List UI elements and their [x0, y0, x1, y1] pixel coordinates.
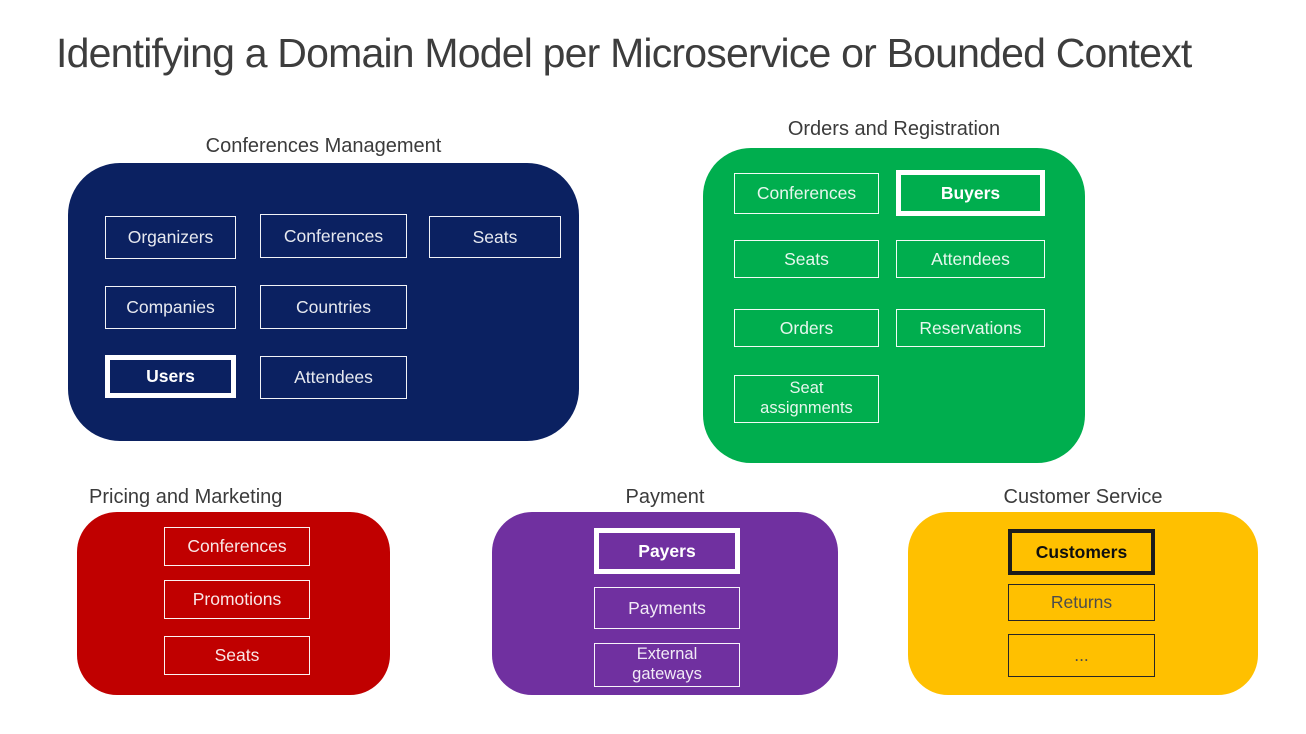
entity-conferences: Conferences: [164, 527, 310, 566]
bounded-context-orders-and-registration: Conferences Buyers Seats Attendees Order…: [703, 148, 1085, 463]
entity-attendees: Attendees: [896, 240, 1045, 278]
group-label-orders-and-registration: Orders and Registration: [787, 118, 1001, 140]
entity-conferences: Conferences: [734, 173, 879, 214]
entity-promotions: Promotions: [164, 580, 310, 619]
entity-payments: Payments: [594, 587, 740, 629]
page-title: Identifying a Domain Model per Microserv…: [56, 30, 1192, 76]
entity-seats: Seats: [429, 216, 561, 258]
entity-users-highlighted: Users: [105, 355, 236, 398]
entity-companies: Companies: [105, 286, 236, 329]
group-label-pricing-and-marketing: Pricing and Marketing: [89, 486, 283, 508]
entity-external-gateways: External gateways: [594, 643, 740, 687]
entity-returns: Returns: [1008, 584, 1155, 621]
entity-seats: Seats: [164, 636, 310, 675]
entity-countries: Countries: [260, 285, 407, 329]
entity-conferences: Conferences: [260, 214, 407, 258]
group-label-payment: Payment: [625, 486, 705, 508]
entity-buyers-highlighted: Buyers: [896, 170, 1045, 216]
entity-attendees: Attendees: [260, 356, 407, 399]
entity-payers-highlighted: Payers: [594, 528, 740, 574]
bounded-context-conferences-management: Organizers Conferences Seats Companies C…: [68, 163, 579, 441]
bounded-context-pricing-and-marketing: Conferences Promotions Seats: [77, 512, 390, 695]
entity-seats: Seats: [734, 240, 879, 278]
bounded-context-payment: Payers Payments External gateways: [492, 512, 838, 695]
entity-reservations: Reservations: [896, 309, 1045, 347]
entity-organizers: Organizers: [105, 216, 236, 259]
bounded-context-customer-service: Customers Returns ...: [908, 512, 1258, 695]
group-label-customer-service: Customer Service: [1003, 486, 1163, 508]
entity-seat-assignments: Seat assignments: [734, 375, 879, 423]
entity-orders: Orders: [734, 309, 879, 347]
entity-customers-highlighted: Customers: [1008, 529, 1155, 575]
group-label-conferences-management: Conferences Management: [205, 135, 442, 157]
entity-ellipsis: ...: [1008, 634, 1155, 677]
